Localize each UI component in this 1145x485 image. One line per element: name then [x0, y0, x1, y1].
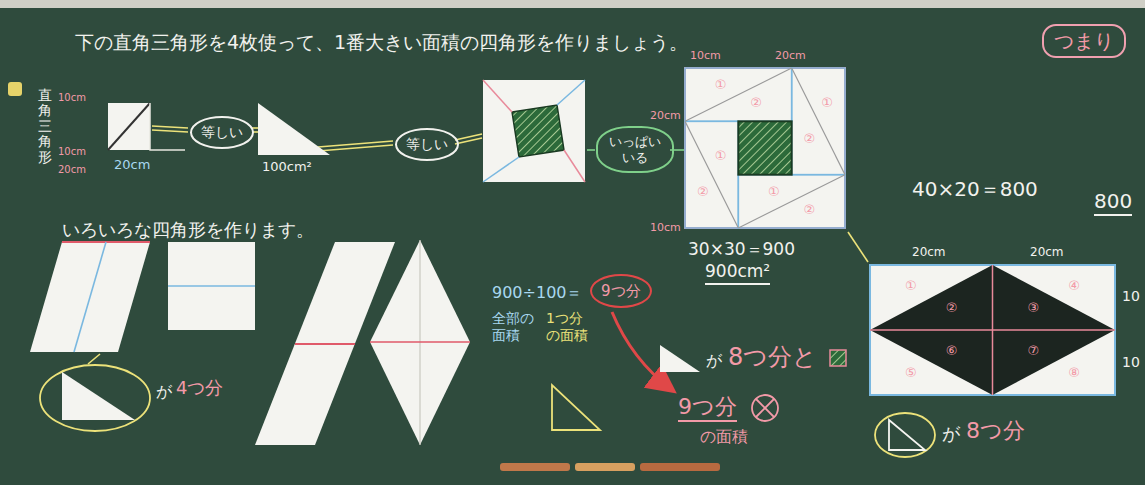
circled-word: 等しい [190, 116, 254, 149]
piece-number: ① [905, 279, 917, 294]
piece-number: ⑤ [905, 366, 917, 381]
lesson-title: 下の直角三角形を4枚使って、1番大きい面積の四角形を作りましょう。 [75, 32, 688, 54]
chalk-label: 20cm [775, 50, 806, 63]
chalk-label: の面積 [700, 428, 748, 446]
node-text: 等しい [201, 124, 243, 141]
chalk-label: 20cm [1030, 246, 1064, 260]
chalk-label: 9つ分 [678, 394, 737, 422]
chalk-label: が [706, 352, 722, 370]
chalk-label: 10 [1122, 288, 1140, 304]
piece-number: ① [715, 149, 727, 164]
node-text: 等しい [406, 136, 448, 153]
node-text: いっぱい いる [607, 134, 663, 165]
chalk-label: 全部の面積 [492, 310, 537, 344]
piece-number: ⑥ [946, 344, 958, 359]
piece-number: ① [821, 96, 833, 111]
chalk-label: 10cm [58, 146, 86, 158]
piece-number: ⑧ [1068, 366, 1080, 381]
chalk-label: 10 [1122, 354, 1140, 370]
chalk-label: 100cm² [262, 160, 312, 175]
chalk-label: 30×30＝900 [688, 240, 795, 260]
chalk-label: いろいろな四角形を作ります。 [62, 220, 314, 241]
chalk-label: 900÷100＝ [492, 284, 582, 302]
chalk-label: 4つ分 [176, 378, 223, 399]
chalk-label: 900cm² [705, 262, 770, 285]
chalk-label: 20cm [114, 158, 150, 173]
chalk-label: 1つ分の面積 [546, 310, 591, 344]
chalk-label: 8つ分と [728, 344, 817, 372]
piece-number: ② [946, 301, 958, 316]
vertical-label: 直角三角形 [38, 88, 52, 165]
node-text: 9つ分 [601, 282, 641, 300]
rounded-box: つまり [1042, 24, 1126, 58]
circled-word: 9つ分 [590, 274, 652, 308]
piece-number: ① [715, 78, 727, 93]
chalk-label: 40×20＝800 [912, 178, 1038, 201]
chalk-label: 20cm [58, 164, 86, 176]
chalk-label: 10cm [650, 222, 681, 235]
chalk-label: 10cm [690, 50, 721, 63]
node-text: つまり [1054, 29, 1114, 53]
thought-cloud: いっぱい いる [596, 126, 674, 173]
chalk-label: が [156, 383, 172, 401]
chalk-label: 800 [1094, 190, 1132, 216]
chalk-label: 20cm [650, 110, 681, 123]
piece-number: ② [804, 203, 816, 218]
circled-word: 等しい [395, 128, 459, 161]
chalk-label: 8つ分 [966, 418, 1025, 443]
chalk-label: が [942, 424, 960, 445]
piece-number: ④ [1068, 279, 1080, 294]
chalk-label: 20cm [912, 246, 946, 260]
piece-number: ② [697, 185, 709, 200]
piece-number: ② [804, 132, 816, 147]
piece-number: ① [768, 185, 780, 200]
piece-number: ③ [1027, 301, 1039, 316]
piece-number: ⑦ [1027, 344, 1039, 359]
chalk-label: 10cm [58, 92, 86, 104]
piece-number: ② [750, 96, 762, 111]
